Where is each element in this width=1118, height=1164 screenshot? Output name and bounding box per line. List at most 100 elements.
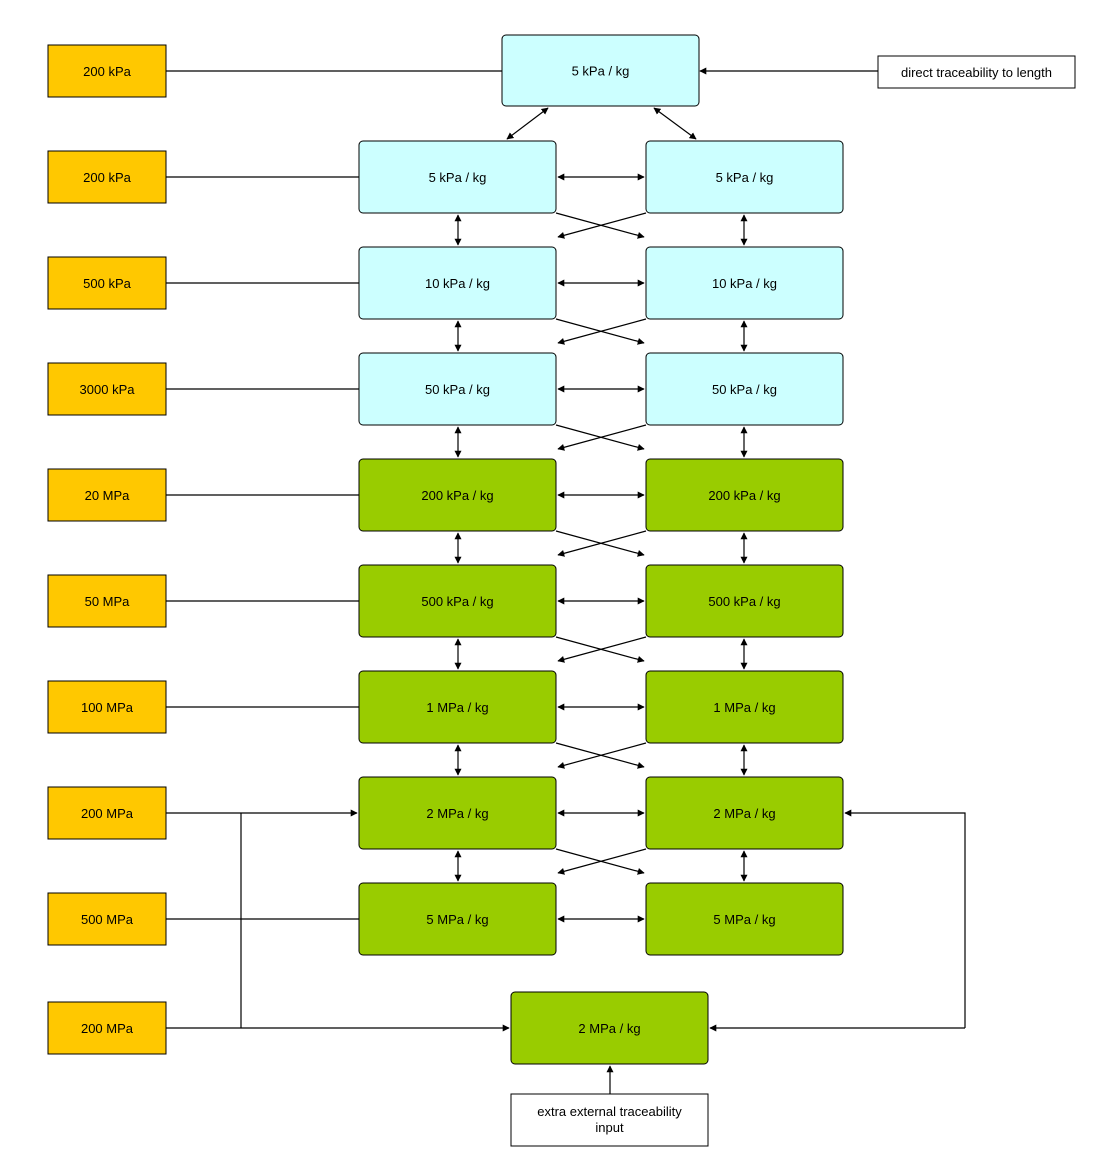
range-box-6: 200 MPa: [47, 786, 167, 840]
range-box-1: 500 kPa: [47, 256, 167, 310]
standard-right-6-shape: [645, 776, 844, 850]
top-standard: 5 kPa / kg: [501, 34, 700, 107]
standard-left-7-shape: [358, 882, 557, 956]
standard-right-5: 1 MPa / kg: [645, 670, 844, 744]
standard-left-4-shape: [358, 564, 557, 638]
range-box-3: 20 MPa: [47, 468, 167, 522]
standard-right-5-shape: [645, 670, 844, 744]
standard-left-0-shape: [358, 140, 557, 214]
range-box-2-shape: [47, 362, 167, 416]
external-input-line1: extra external traceability: [537, 1104, 682, 1119]
standard-left-3-label: 200 kPa / kg: [421, 488, 493, 503]
bottom-standard: 2 MPa / kg: [510, 991, 709, 1065]
range-box-4: 50 MPa: [47, 574, 167, 628]
node-layer: 200 kPa 5 kPa / kg direct traceability to …: [47, 34, 1076, 1147]
standard-right-4-shape: [645, 564, 844, 638]
range-box-5-shape: [47, 680, 167, 734]
standard-left-1: 10 kPa / kg: [358, 246, 557, 320]
standard-right-6: 2 MPa / kg: [645, 776, 844, 850]
standard-right-2-shape: [645, 352, 844, 426]
standard-left-1-shape: [358, 246, 557, 320]
range-box-bottom-label: 200 MPa: [81, 1021, 134, 1036]
range-box-1-shape: [47, 256, 167, 310]
connector-cross-b-3: [557, 530, 647, 557]
standard-left-6-label: 2 MPa / kg: [426, 806, 488, 821]
standard-right-4-label: 500 kPa / kg: [708, 594, 780, 609]
range-box-2: 3000 kPa: [47, 362, 167, 416]
standard-right-1-label: 10 kPa / kg: [712, 276, 777, 291]
standard-right-3-label: 200 kPa / kg: [708, 488, 780, 503]
range-box-0: 200 kPa: [47, 150, 167, 204]
range-box-top-label: 200 kPa: [83, 64, 131, 79]
standard-left-7: 5 MPa / kg: [358, 882, 557, 956]
connector-layer: [166, 67, 966, 1094]
range-box-1-label: 500 kPa: [83, 276, 131, 291]
range-box-5: 100 MPa: [47, 680, 167, 734]
standard-left-5-shape: [358, 670, 557, 744]
standard-right-1: 10 kPa / kg: [645, 246, 844, 320]
standard-left-4: 500 kPa / kg: [358, 564, 557, 638]
standard-left-2: 50 kPa / kg: [358, 352, 557, 426]
connector-top-to-left: [506, 107, 549, 140]
standard-right-6-label: 2 MPa / kg: [713, 806, 775, 821]
standard-left-1-label: 10 kPa / kg: [425, 276, 490, 291]
standard-left-6: 2 MPa / kg: [358, 776, 557, 850]
standard-left-5-label: 1 MPa / kg: [426, 700, 488, 715]
standard-left-2-label: 50 kPa / kg: [425, 382, 490, 397]
connector-top-to-right: [653, 107, 697, 140]
traceability-note-label: direct traceability to length: [901, 65, 1052, 80]
range-box-7: 500 MPa: [47, 892, 167, 946]
traceability-note-shape: [877, 55, 1076, 89]
range-box-0-shape: [47, 150, 167, 204]
connector-cross-b-2: [557, 424, 647, 451]
range-box-4-label: 50 MPa: [85, 594, 131, 609]
range-box-bottom: 200 MPa: [47, 1001, 167, 1055]
standard-right-3: 200 kPa / kg: [645, 458, 844, 532]
top-standard-shape: [501, 34, 700, 107]
standard-left-3-shape: [358, 458, 557, 532]
standard-right-2: 50 kPa / kg: [645, 352, 844, 426]
connector-cross-b-6: [557, 848, 647, 875]
range-box-3-label: 20 MPa: [85, 488, 131, 503]
range-box-bottom-shape: [47, 1001, 167, 1055]
bottom-standard-shape: [510, 991, 709, 1065]
standard-right-3-shape: [645, 458, 844, 532]
standard-right-4: 500 kPa / kg: [645, 564, 844, 638]
standard-left-0-label: 5 kPa / kg: [429, 170, 487, 185]
standard-right-7-shape: [645, 882, 844, 956]
standard-right-1-shape: [645, 246, 844, 320]
range-box-6-shape: [47, 786, 167, 840]
standard-left-4-label: 500 kPa / kg: [421, 594, 493, 609]
top-standard-label: 5 kPa / kg: [572, 64, 630, 79]
connector-cross-b-1: [557, 318, 647, 345]
external-input-shape: [510, 1093, 709, 1147]
standard-left-6-shape: [358, 776, 557, 850]
range-box-3-shape: [47, 468, 167, 522]
range-box-top: 200 kPa: [47, 44, 167, 98]
connector-cross-b-0: [557, 212, 647, 239]
range-box-7-shape: [47, 892, 167, 946]
connector-loop-right: [844, 809, 966, 1028]
standard-left-7-label: 5 MPa / kg: [426, 912, 488, 927]
standard-right-0: 5 kPa / kg: [645, 140, 844, 214]
range-box-5-label: 100 MPa: [81, 700, 134, 715]
connector-cross-b-5: [557, 742, 647, 769]
standard-right-7: 5 MPa / kg: [645, 882, 844, 956]
standard-right-5-label: 1 MPa / kg: [713, 700, 775, 715]
traceability-note: direct traceability to length: [877, 55, 1076, 89]
range-box-6-label: 200 MPa: [81, 806, 134, 821]
range-box-0-label: 200 kPa: [83, 170, 131, 185]
standard-right-0-shape: [645, 140, 844, 214]
range-box-7-label: 500 MPa: [81, 912, 134, 927]
standard-right-0-label: 5 kPa / kg: [716, 170, 774, 185]
standard-right-2-label: 50 kPa / kg: [712, 382, 777, 397]
standard-left-2-shape: [358, 352, 557, 426]
range-box-top-shape: [47, 44, 167, 98]
standard-left-0: 5 kPa / kg: [358, 140, 557, 214]
standard-right-7-label: 5 MPa / kg: [713, 912, 775, 927]
standard-left-5: 1 MPa / kg: [358, 670, 557, 744]
external-input-line2: input: [595, 1120, 624, 1135]
